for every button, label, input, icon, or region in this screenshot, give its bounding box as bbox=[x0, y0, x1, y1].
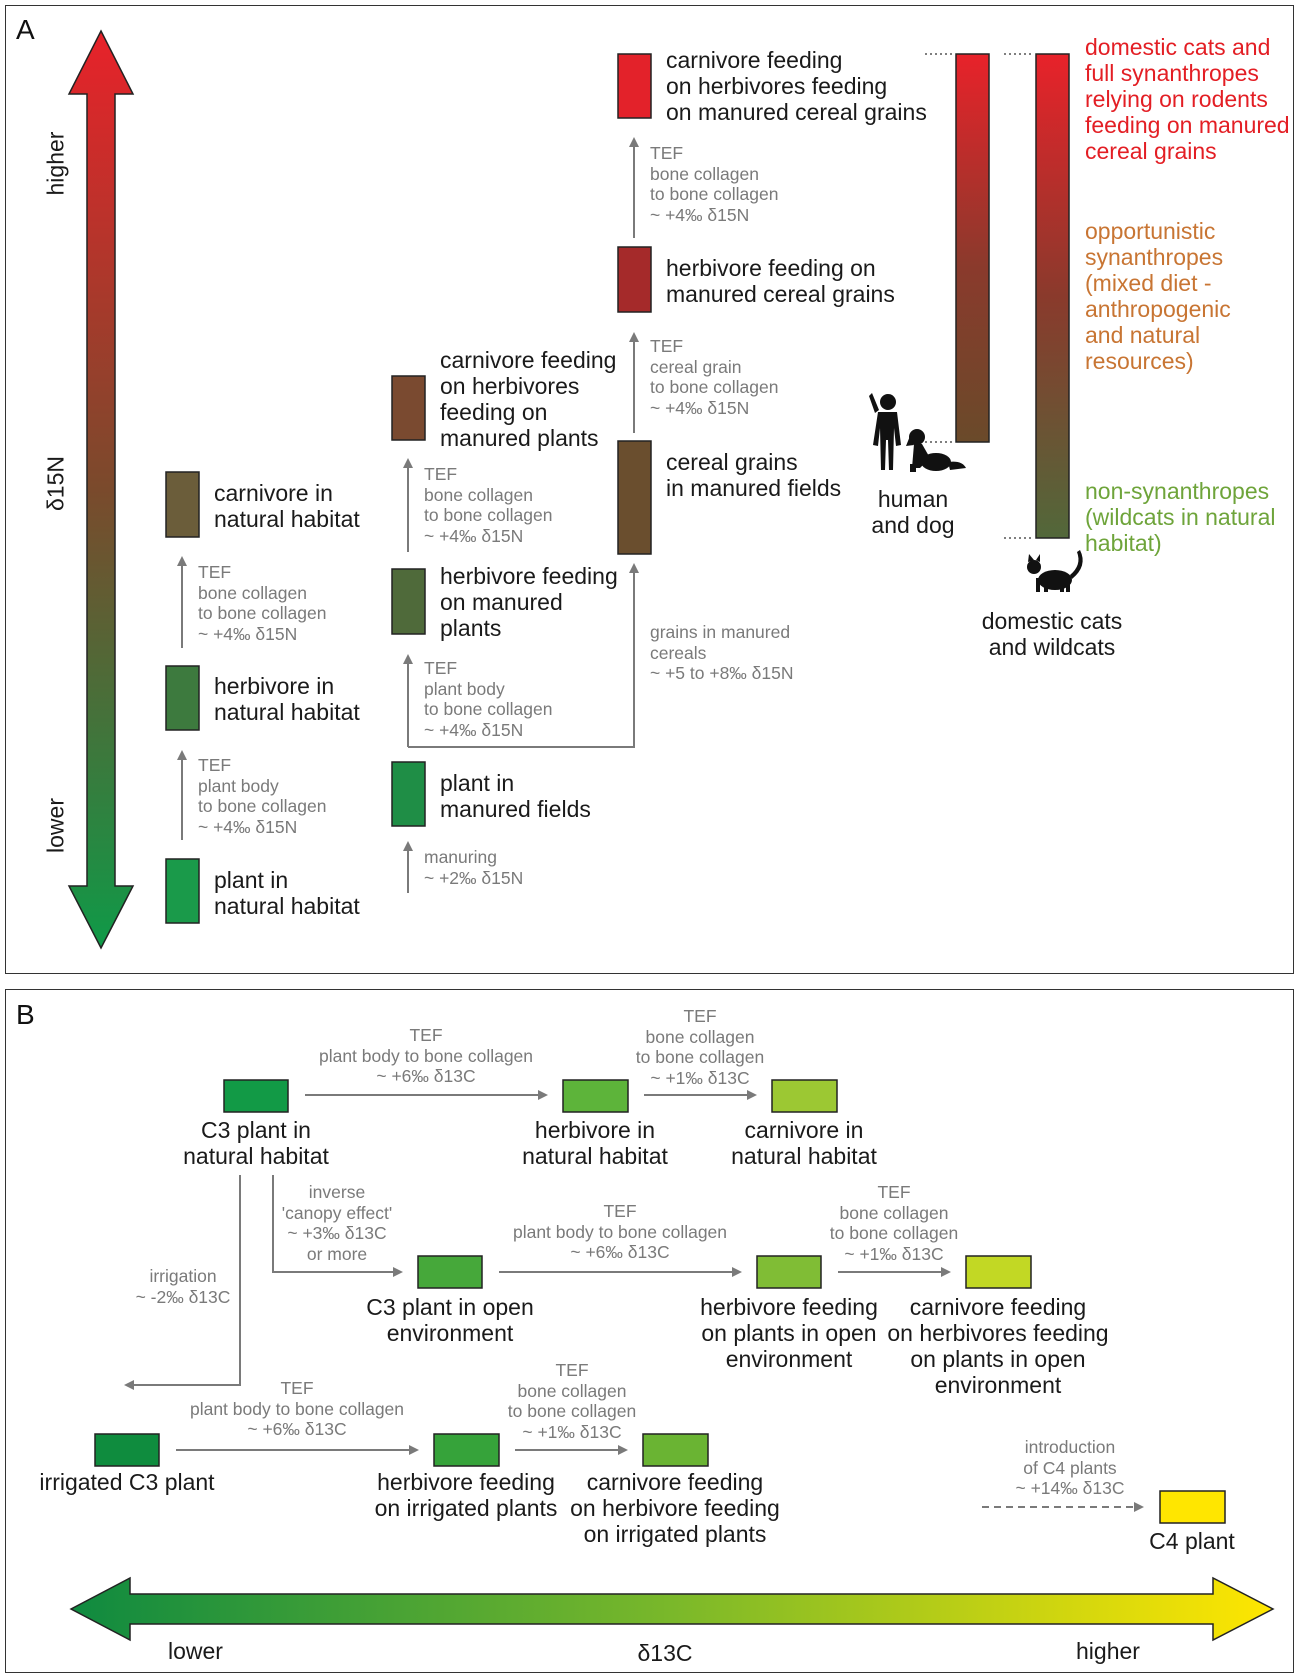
box-herbivore-natural-b bbox=[562, 1079, 629, 1113]
box-c3-natural bbox=[223, 1079, 289, 1113]
cats-range-bar bbox=[1035, 53, 1070, 539]
cat-icon bbox=[1027, 550, 1083, 592]
box-carnivore-manured bbox=[391, 375, 426, 441]
box-carnivore-natural bbox=[165, 471, 200, 538]
d15n-axis-label: δ15N bbox=[42, 456, 69, 511]
manuring-note: manuring~ +2‰ δ15N bbox=[424, 847, 524, 888]
panel-a-label: A bbox=[16, 14, 35, 45]
human-icon bbox=[869, 393, 901, 470]
box-carnivore-irrigated bbox=[642, 1433, 709, 1467]
box-herbivore-manured bbox=[391, 568, 426, 635]
box-cereal-grains bbox=[617, 440, 652, 555]
box-c3-open bbox=[417, 1255, 483, 1289]
box-plant-manured bbox=[391, 761, 426, 827]
box-carnivore-open bbox=[965, 1255, 1032, 1289]
d13c-axis-label: δ13C bbox=[637, 1640, 693, 1666]
d15n-axis-arrow bbox=[67, 29, 135, 950]
dog-icon bbox=[906, 429, 966, 472]
d13c-lower-label: lower bbox=[168, 1638, 223, 1664]
box-herbivore-cereal bbox=[617, 246, 652, 313]
box-herbivore-irrigated bbox=[433, 1433, 500, 1467]
box-plant-natural bbox=[165, 858, 200, 924]
human-dog-range-bar bbox=[955, 53, 990, 443]
box-herbivore-natural bbox=[165, 665, 200, 731]
d15n-higher-label: higher bbox=[42, 131, 69, 196]
box-herbivore-open bbox=[756, 1255, 822, 1289]
d15n-lower-label: lower bbox=[42, 798, 69, 853]
panel-b-label: B bbox=[16, 999, 35, 1030]
box-carnivore-cereal bbox=[617, 53, 652, 119]
panel-b: B bbox=[5, 989, 1294, 1673]
label-irrigated-c3: irrigated C3 plant bbox=[39, 1469, 215, 1495]
box-irrigated-c3 bbox=[94, 1433, 160, 1467]
label-c4-plant: C4 plant bbox=[1149, 1528, 1235, 1554]
d13c-higher-label: higher bbox=[1076, 1638, 1140, 1664]
d13c-axis-arrow bbox=[69, 1576, 1275, 1642]
box-c4-plant bbox=[1159, 1490, 1226, 1524]
irrigation-note: irrigation~ -2‰ δ13C bbox=[135, 1266, 231, 1307]
box-carnivore-natural-b bbox=[771, 1079, 838, 1113]
